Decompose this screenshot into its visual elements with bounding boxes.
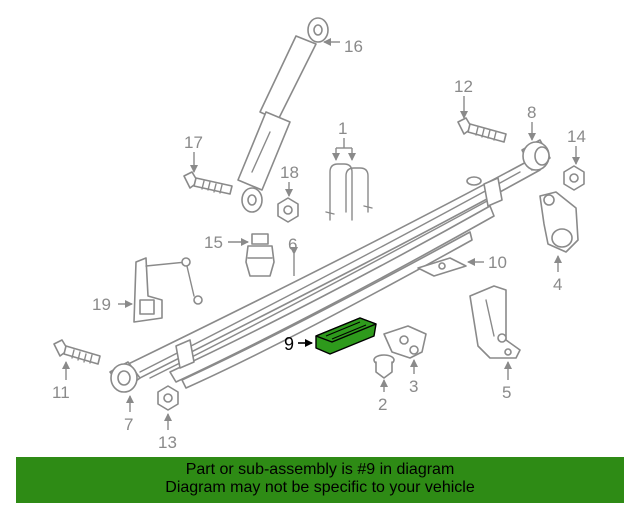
callout-2: 2 [378, 395, 387, 414]
spring-shackle [539, 191, 579, 253]
callout-8: 8 [527, 103, 536, 122]
banner-line-1: Part or sub-assembly is #9 in diagram [185, 461, 455, 478]
stabilizer-link-bracket [133, 257, 203, 323]
jounce-bumper [245, 233, 275, 277]
nut-13 [157, 385, 179, 411]
callout-5: 5 [502, 383, 511, 402]
callout-7: 7 [124, 415, 133, 434]
spring-hanger-bracket [469, 285, 521, 359]
callout-11: 11 [52, 383, 70, 402]
info-banner: Part or sub-assembly is #9 in diagram Di… [16, 457, 624, 503]
callout-14: 14 [567, 127, 586, 146]
bolt-11 [53, 339, 101, 365]
plate-10 [417, 257, 467, 277]
highlighted-part-9[interactable] [315, 317, 377, 355]
spring-rear-bushing [521, 139, 551, 171]
bolt-17 [183, 171, 233, 195]
nut-14 [563, 165, 585, 191]
callout-12: 12 [454, 77, 473, 96]
bolt-12 [457, 117, 507, 143]
callout-15: 15 [204, 233, 223, 252]
callout-10: 10 [488, 253, 507, 272]
leaf-spring [119, 159, 541, 389]
callout-19: 19 [92, 295, 111, 314]
nut-18 [277, 197, 299, 223]
spring-plate [383, 325, 427, 359]
callout-16: 16 [344, 37, 363, 56]
callout-1: 1 [338, 119, 347, 138]
callout-4: 4 [553, 275, 562, 294]
callout-labels: 16 1 17 18 15 6 19 11 7 13 2 3 4 5 10 12… [52, 37, 586, 452]
u-bolts [325, 163, 373, 221]
callout-9: 9 [284, 334, 294, 354]
spring-front-eye-bushing [109, 361, 141, 393]
callout-17: 17 [184, 133, 203, 152]
leader-lines [62, 38, 580, 430]
callout-6: 6 [288, 235, 297, 254]
callout-13: 13 [158, 433, 177, 452]
callout-3: 3 [409, 377, 418, 396]
shock-absorber [237, 17, 329, 213]
callout-18: 18 [280, 163, 299, 182]
nut-2 [373, 354, 395, 379]
banner-line-2: Diagram may not be specific to your vehi… [165, 479, 475, 496]
